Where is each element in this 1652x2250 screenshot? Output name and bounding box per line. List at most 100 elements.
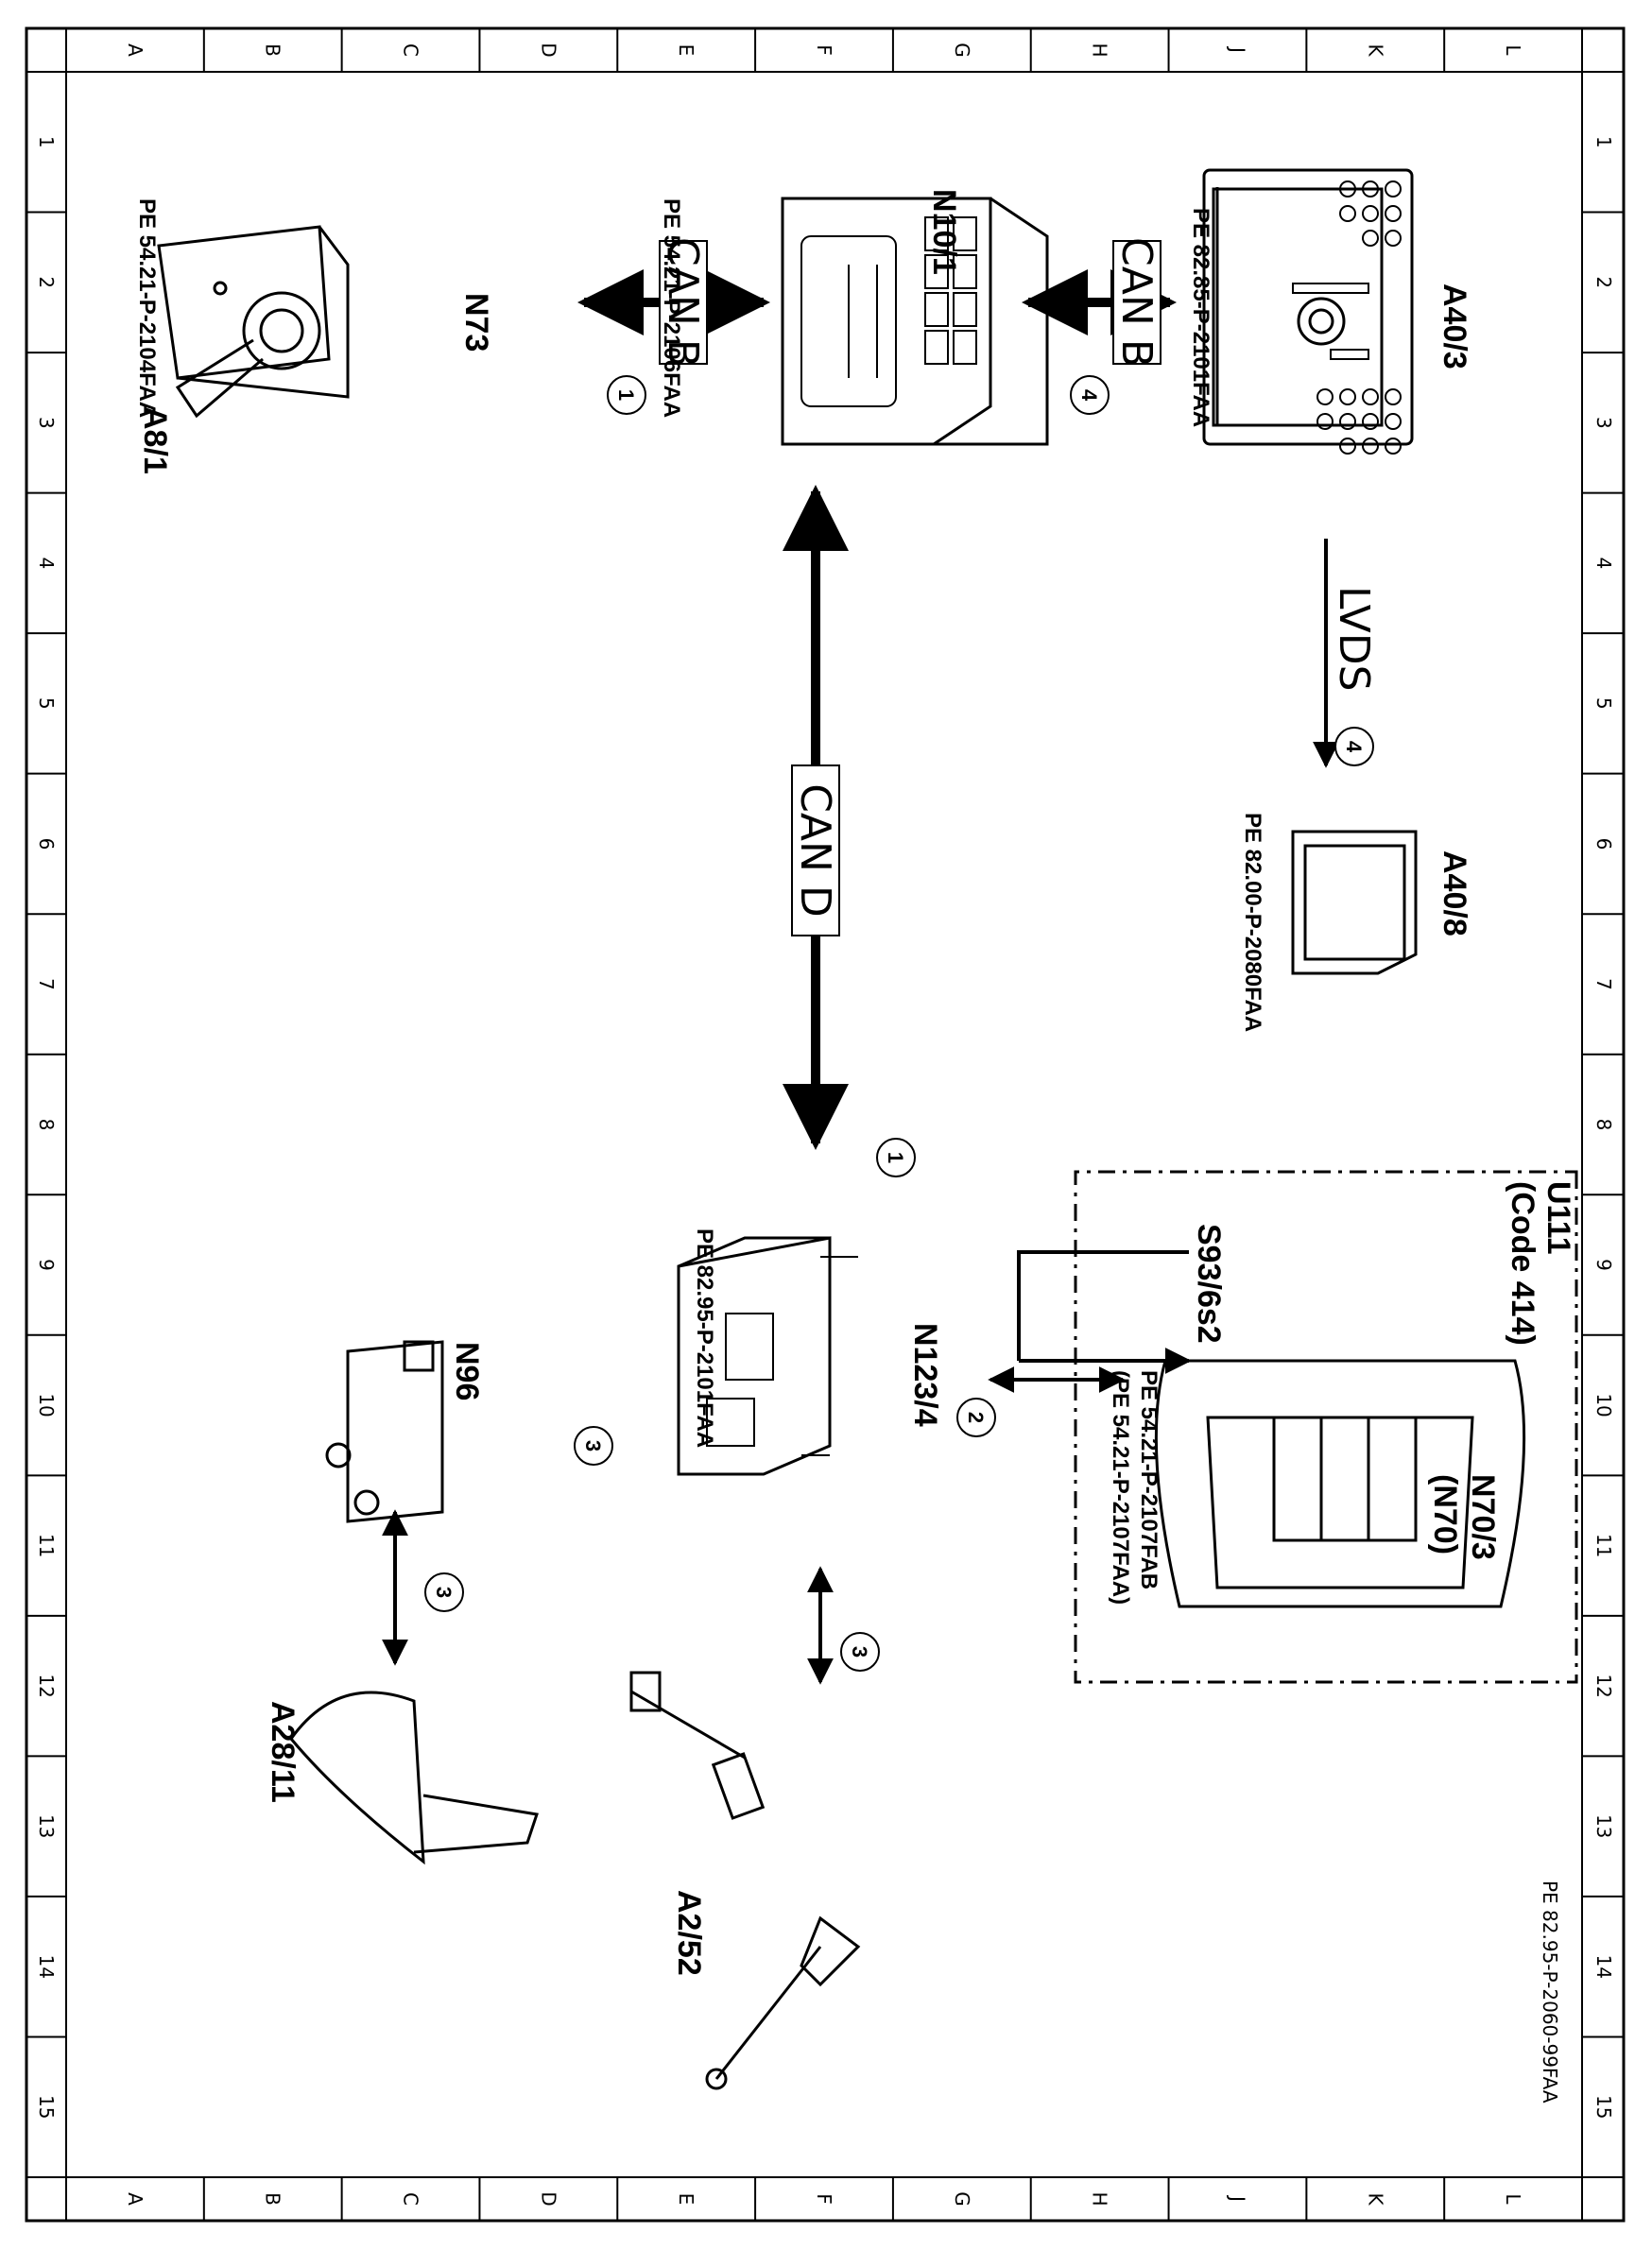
grid-row-label: 1	[1592, 136, 1615, 148]
svg-text:1: 1	[884, 1152, 907, 1163]
marker-can-d: 1	[876, 1138, 916, 1177]
grid-column-label: B	[262, 43, 284, 57]
grid-row-label: 15	[1592, 2095, 1615, 2119]
grid-column-label: A	[124, 43, 146, 57]
grid-row-label: 11	[35, 1534, 58, 1557]
grid-row-label: 11	[1592, 1534, 1615, 1557]
a28-11-shifter	[289, 1691, 539, 1865]
ref-n10-1: PE 54.21-P-2106FAA	[659, 198, 684, 418]
svg-text:3: 3	[581, 1440, 605, 1451]
ref-a40-8: PE 82.00-P-2080FAA	[1240, 813, 1265, 1032]
ref-n123-4: PE 82.95-P-2101FAA	[692, 1228, 717, 1448]
option-code: (Code 414)	[1505, 1181, 1540, 1346]
ref-a8-1: PE 54.21-P-2104FAA	[134, 198, 160, 418]
grid-column-label: A	[124, 2192, 146, 2206]
bus-label-can-d: CAN D	[791, 764, 840, 936]
document-id: PE 82.95-P-2060-99FAA	[1539, 1881, 1561, 2104]
u111-option-box	[1074, 1170, 1578, 1684]
grid-row-label: 2	[35, 276, 58, 288]
grid-column-label: E	[675, 44, 697, 57]
grid-row-label: 3	[35, 417, 58, 429]
grid-row-label: 6	[35, 838, 58, 850]
svg-text:CAN B: CAN B	[659, 237, 707, 368]
label-n70: (N70)	[1427, 1474, 1463, 1554]
label-a40-3: A40/3	[1437, 283, 1472, 369]
bus-label-lvds: LVDS	[1330, 586, 1378, 692]
grid-row-label: 13	[35, 1814, 58, 1838]
connection-lines	[382, 269, 1339, 1685]
svg-text:3: 3	[848, 1646, 871, 1657]
label-s93-6s2: S93/6s2	[1191, 1224, 1227, 1344]
grid-column-label: B	[262, 2192, 284, 2206]
grid-labels: 1122334455667788991010111112121313141415…	[35, 43, 1615, 2207]
grid-column-label: F	[813, 44, 835, 56]
marker-s93-to-n123: 2	[956, 1398, 996, 1437]
grid-column-label: F	[813, 2193, 835, 2205]
bus-label-can-b-2: CAN B	[659, 237, 708, 368]
grid-row-label: 4	[35, 557, 58, 569]
label-n10-1: N10/1	[926, 189, 962, 275]
svg-text:CAN B: CAN B	[1112, 237, 1161, 368]
grid-row-label: 7	[1592, 978, 1615, 990]
n123-4-control-unit	[677, 1236, 858, 1476]
grid-column-label: H	[1089, 2191, 1111, 2206]
svg-text:4: 4	[1342, 741, 1366, 753]
marker-n123-a2-52: 3	[840, 1632, 880, 1672]
grid-row-label: 10	[35, 1393, 58, 1417]
grid-column-label: G	[951, 43, 973, 58]
grid-column-label: D	[537, 2191, 559, 2206]
ref-n70: (PE 54.21-P-2107FAA)	[1108, 1370, 1133, 1605]
grid-column-label: C	[400, 2192, 422, 2206]
n96-module	[325, 1340, 444, 1523]
outer-frame	[25, 26, 1626, 2223]
marker-n123-n96: 3	[574, 1426, 613, 1466]
svg-text:CAN D: CAN D	[791, 783, 839, 918]
grid-column-label: J	[1226, 45, 1248, 53]
inner-frame	[65, 71, 1583, 2178]
label-a8-1: A8/1	[137, 406, 173, 474]
grid-row-label: 12	[35, 1674, 58, 1697]
a40-3-head-unit	[1202, 168, 1414, 455]
grid-row-label: 3	[1592, 417, 1615, 429]
grid-row-label: 2	[1592, 276, 1615, 288]
grid-column-label: H	[1089, 43, 1111, 57]
grid-row-label: 9	[35, 1259, 58, 1271]
label-a28-11: A28/11	[265, 1701, 301, 1803]
svg-text:LVDS: LVDS	[1330, 586, 1378, 692]
grid-row-label: 8	[35, 1119, 58, 1131]
svg-text:3: 3	[432, 1587, 456, 1598]
grid-column-label: D	[537, 43, 559, 57]
n10-1-control-unit	[781, 197, 1049, 446]
bus-label-can-b-1: CAN B	[1112, 237, 1162, 368]
svg-text:2: 2	[964, 1412, 988, 1423]
grid-row-label: 14	[35, 1954, 58, 1978]
grid-row-label: 4	[1592, 557, 1615, 569]
grid-column-label: L	[1502, 44, 1524, 56]
ref-n70-3: PE 54.21-P-2107FAB	[1136, 1370, 1162, 1589]
grid-row-label: 14	[1592, 1954, 1615, 1978]
label-n96: N96	[449, 1342, 485, 1400]
grid-column-label: K	[1364, 2192, 1386, 2206]
grid-column-label: J	[1226, 2194, 1248, 2202]
grid-column-label: E	[675, 2193, 697, 2206]
marker-n96-a28-11: 3	[424, 1572, 464, 1612]
ref-a40-3: PE 82.85-P-2101FAA	[1188, 208, 1213, 427]
grid-column-label: L	[1502, 2193, 1524, 2205]
label-n70-3: N70/3	[1465, 1474, 1501, 1560]
grid-row-label: 5	[1592, 697, 1615, 710]
a40-8-display	[1291, 830, 1418, 975]
svg-text:4: 4	[1077, 389, 1101, 402]
label-n73: N73	[458, 293, 494, 352]
grid-row-label: 7	[35, 978, 58, 990]
grid-row-label: 12	[1592, 1674, 1615, 1697]
n70-3-overhead-panel	[1154, 1359, 1526, 1608]
label-a2-52: A2/52	[671, 1890, 707, 1976]
marker-lvds: 4	[1334, 727, 1374, 766]
label-a40-8: A40/8	[1437, 850, 1472, 936]
grid-row-label: 15	[35, 2095, 58, 2119]
grid-row-label: 6	[1592, 838, 1615, 850]
grid-column-label: C	[400, 43, 422, 57]
